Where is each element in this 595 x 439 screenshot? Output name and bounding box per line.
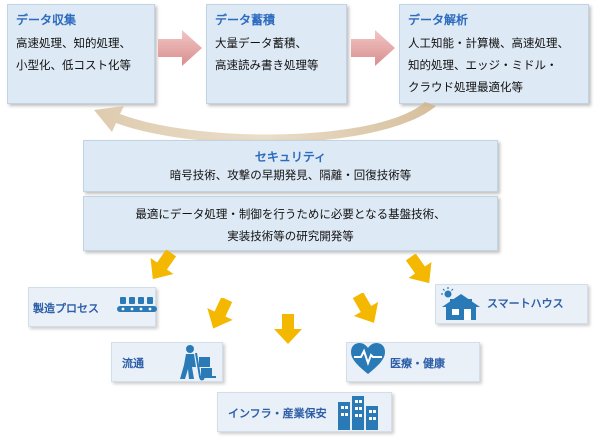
stage-text-line: 小型化、低コスト化等: [16, 58, 131, 72]
application-logistics: 流通: [111, 342, 223, 382]
stage-text-line: 知的処理、エッジ・ミドル・: [408, 58, 558, 72]
stage-text-line: 人工知能・計算機、高速処理、: [408, 36, 569, 50]
application-label: 医療・健康: [390, 357, 445, 370]
stage-text-line: 高速読み書き処理等: [215, 58, 319, 72]
stage-title: データ収集: [16, 13, 77, 27]
foundation-box: 最適にデータ処理・制御を行うために必要となる基盤技術、 実装技術等の研究開発等: [83, 196, 498, 251]
heart-pulse-icon: [351, 343, 385, 374]
application-medical: 医療・健康: [346, 342, 480, 382]
feedback-curve-arrow-icon: [94, 102, 436, 144]
application-infrastructure: インフラ・産業保安: [217, 392, 392, 432]
application-smarthouse: スマートハウス: [435, 284, 588, 324]
process-arrow-icon: [158, 30, 202, 66]
delivery-hand-truck-icon: [180, 345, 216, 381]
application-label: スマートハウス: [487, 297, 564, 310]
process-arrow-icon: [351, 30, 395, 66]
application-label: 製造プロセス: [33, 302, 99, 315]
stage-data-analysis: データ解析 人工知能・計算機、高速処理、 知的処理、エッジ・ミドル・ クラウド処…: [399, 4, 589, 104]
stage-data-storage: データ蓄積 大量データ蓄積、 高速読み書き処理等: [206, 4, 347, 104]
stage-title: データ蓄積: [215, 13, 276, 27]
down-arrow-icon: [150, 250, 177, 280]
down-arrow-icon: [274, 314, 302, 344]
stage-data-collection: データ収集 高速処理、知的処理、 小型化、低コスト化等: [7, 4, 155, 104]
down-arrow-icon: [405, 254, 432, 284]
smart-house-icon: [441, 287, 480, 320]
stage-text-line: 高速処理、知的処理、: [16, 36, 131, 50]
security-text: 暗号技術、攻撃の早期発見、隔離・回復技術等: [169, 168, 412, 182]
application-label: 流通: [122, 357, 144, 370]
foundation-text-line: 最適にデータ処理・制御を行うために必要となる基盤技術、: [135, 207, 446, 221]
security-title: セキュリティ: [254, 150, 327, 164]
stage-title: データ解析: [408, 13, 469, 27]
infrastructure-building-icon: [338, 396, 378, 430]
down-arrow-icon: [207, 298, 233, 329]
application-label: インフラ・産業保安: [228, 407, 327, 420]
down-arrow-icon: [352, 293, 379, 323]
stage-text-line: 大量データ蓄積、: [215, 36, 307, 50]
stage-text-line: クラウド処理最適化等: [408, 80, 523, 94]
security-box: セキュリティ 暗号技術、攻撃の早期発見、隔離・回復技術等: [83, 140, 498, 192]
application-manufacturing: 製造プロセス: [28, 287, 157, 327]
factory-conveyor-icon: [117, 297, 157, 312]
foundation-text-line: 実装技術等の研究開発等: [227, 229, 354, 243]
